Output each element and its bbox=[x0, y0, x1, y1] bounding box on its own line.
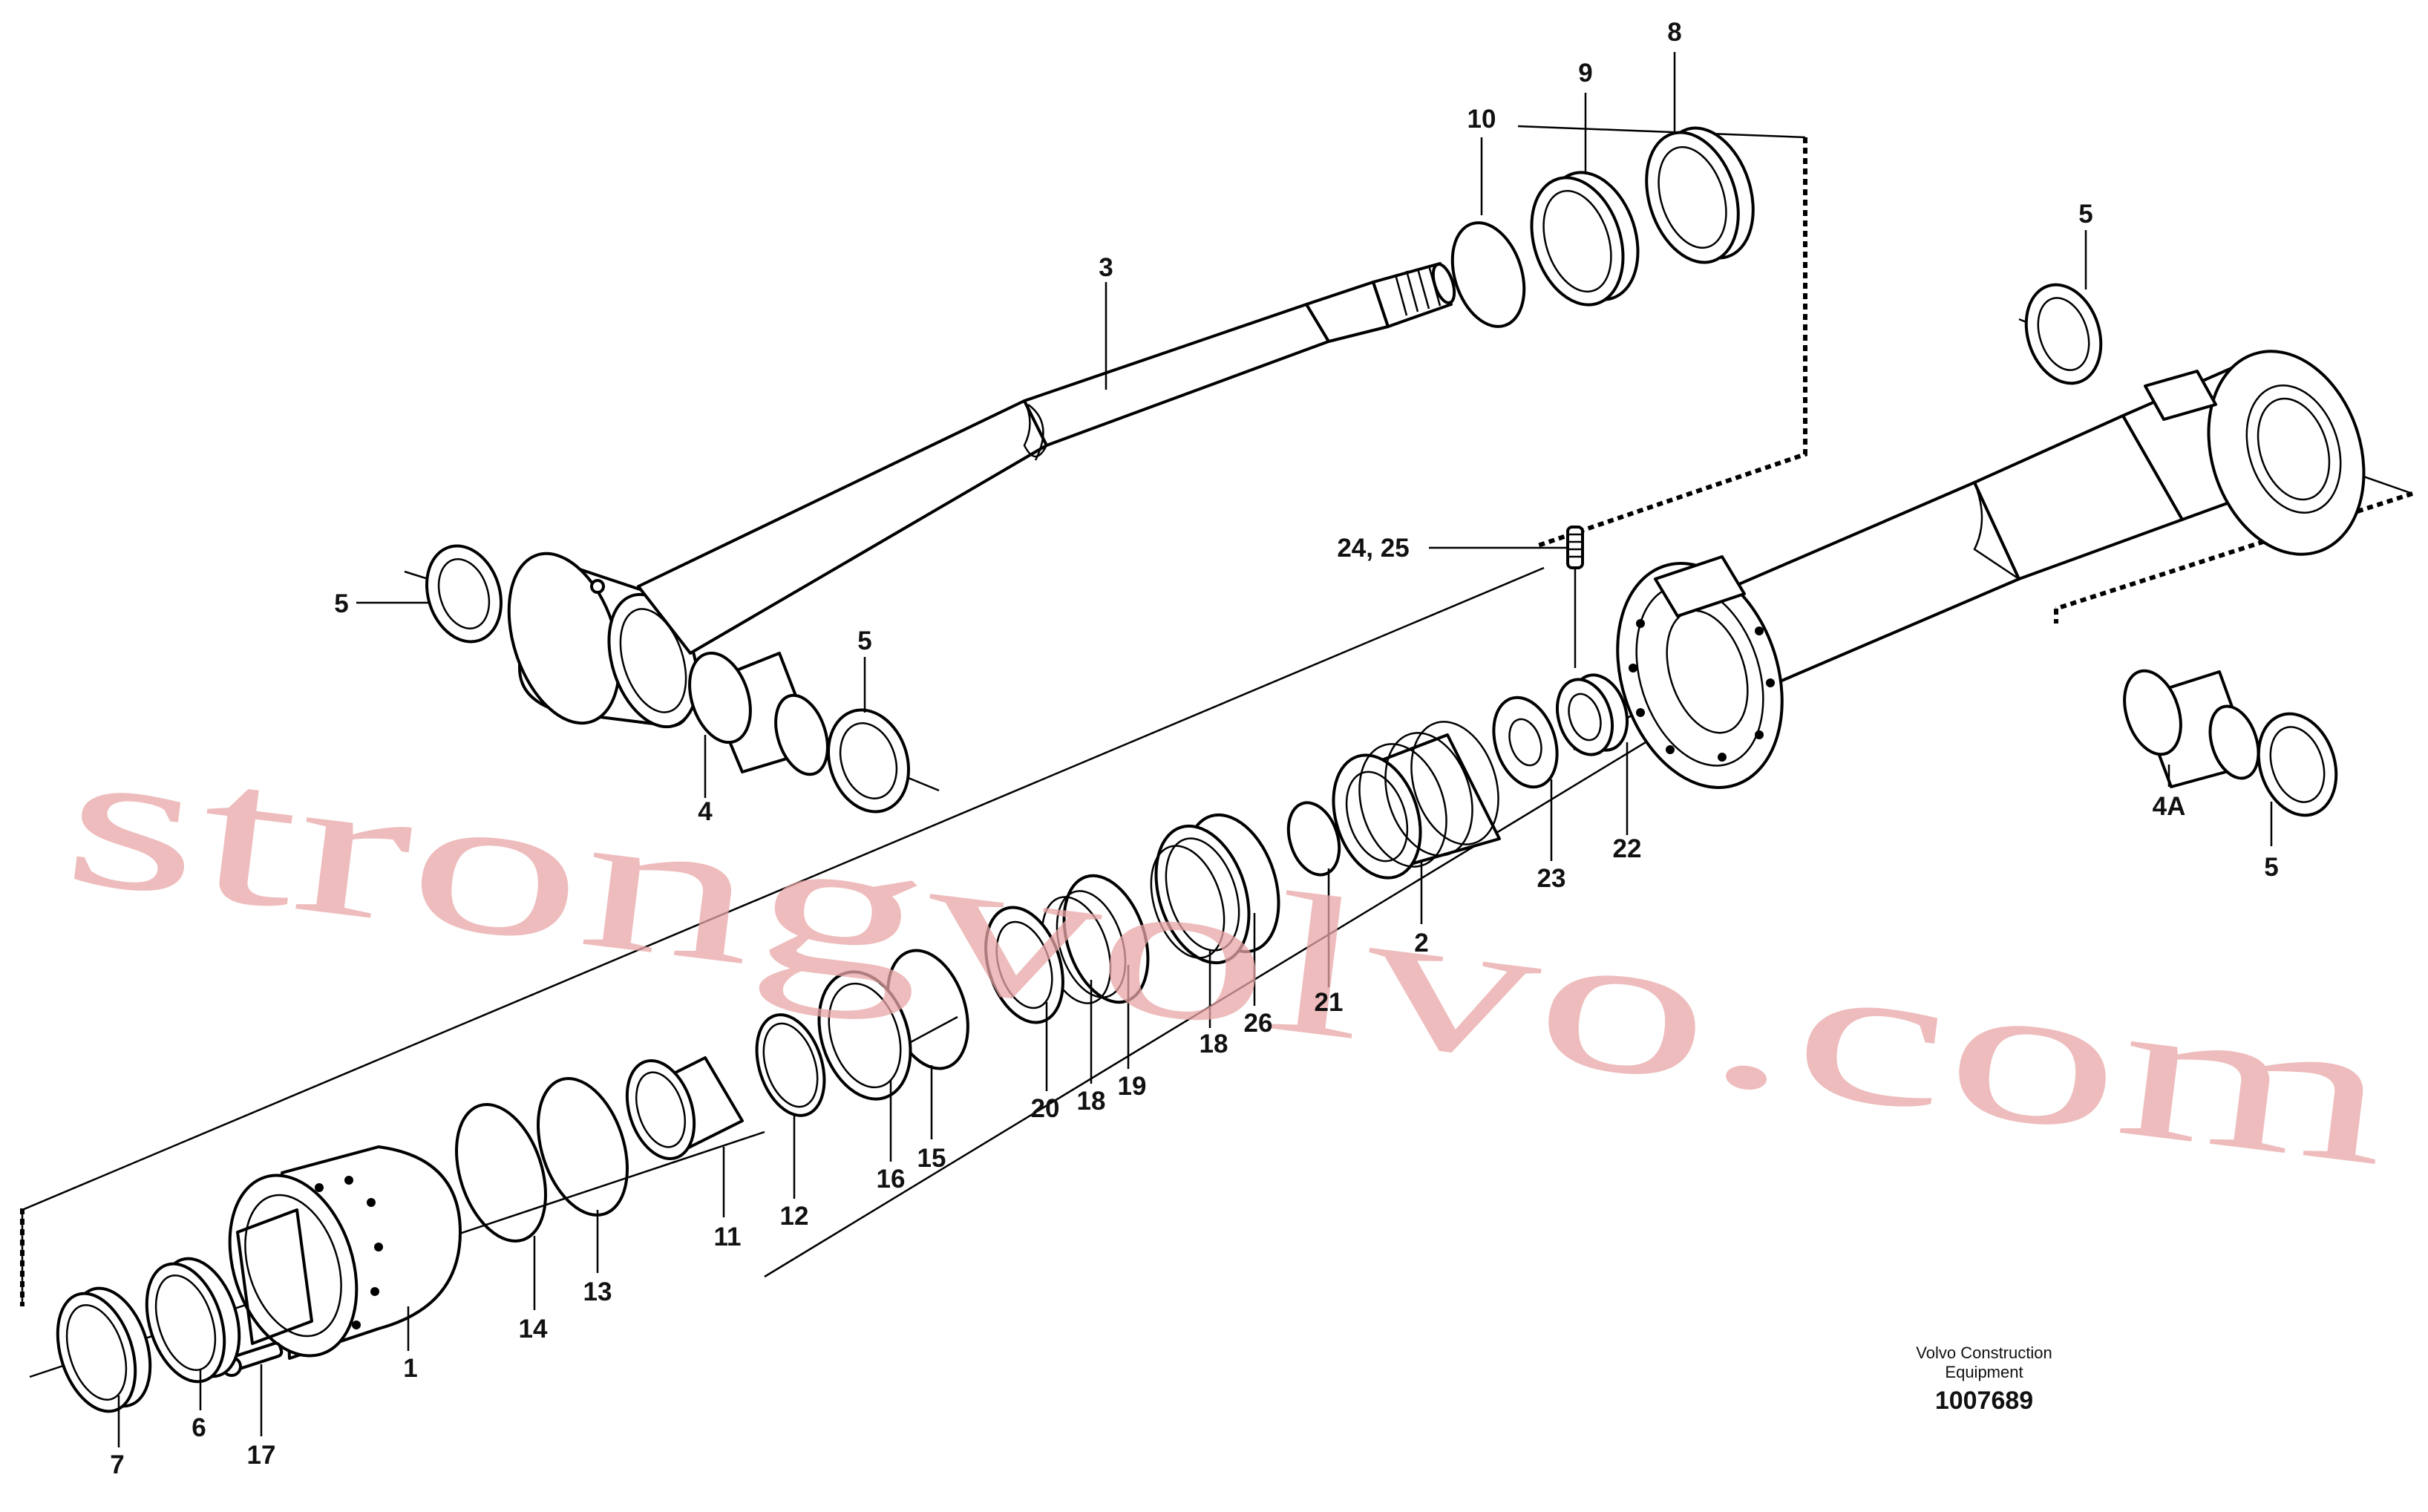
callout-26: 26 bbox=[1244, 1009, 1273, 1038]
head-seals bbox=[455, 949, 969, 1243]
callout-15: 15 bbox=[917, 1144, 946, 1173]
piston-rings-19-20 bbox=[984, 874, 1150, 1024]
callout-5-tube-bottom: 5 bbox=[2264, 853, 2278, 882]
callout-12: 12 bbox=[780, 1202, 809, 1231]
seal-5-left bbox=[425, 544, 503, 644]
callout-10: 10 bbox=[1467, 105, 1496, 134]
callout-2: 2 bbox=[1414, 929, 1428, 958]
bushing-11 bbox=[625, 1056, 744, 1160]
rod-assembly-dashed-line bbox=[1537, 137, 1807, 548]
callout-20: 20 bbox=[1031, 1094, 1060, 1123]
callout-5-rod-left: 5 bbox=[334, 589, 348, 618]
o-ring-21 bbox=[1286, 801, 1341, 877]
seal-5-tube-top bbox=[2024, 283, 2103, 385]
callout-6: 6 bbox=[192, 1413, 206, 1442]
callout-5-rod-right: 5 bbox=[857, 626, 871, 655]
callout-4a: 4A bbox=[2153, 792, 2186, 821]
tube-eye-parts bbox=[2024, 283, 2338, 817]
callout-18-right: 18 bbox=[1200, 1030, 1228, 1058]
callout-17: 17 bbox=[247, 1441, 276, 1470]
callout-labels: 3 10 9 8 5 5 4 5 4A 5 24, 25 22 23 2 21 … bbox=[110, 18, 2278, 1479]
callout-1: 1 bbox=[403, 1354, 417, 1383]
seal-16 bbox=[817, 970, 912, 1101]
nut-22 bbox=[1556, 673, 1629, 756]
credit-line-1: Volvo Construction bbox=[1916, 1344, 2052, 1362]
ring-9 bbox=[1530, 171, 1640, 307]
callout-24-25: 24, 25 bbox=[1337, 534, 1409, 563]
callout-14: 14 bbox=[519, 1315, 548, 1344]
callout-23: 23 bbox=[1537, 864, 1566, 893]
callout-3: 3 bbox=[1099, 253, 1113, 282]
leader-lines bbox=[117, 52, 2273, 1447]
callout-5-tube-top: 5 bbox=[2078, 200, 2092, 229]
seal-5-tube-bottom bbox=[2257, 712, 2338, 817]
callout-21: 21 bbox=[1315, 988, 1344, 1017]
callout-7: 7 bbox=[110, 1450, 124, 1479]
lock-washer-23 bbox=[1492, 696, 1559, 789]
o-ring-13 bbox=[537, 1077, 629, 1217]
ring-7 bbox=[56, 1286, 152, 1413]
bushing-4 bbox=[688, 651, 829, 776]
callout-8: 8 bbox=[1667, 18, 1681, 47]
watermark-text: strongvolvo.com bbox=[54, 703, 2402, 1208]
callout-19: 19 bbox=[1118, 1072, 1147, 1101]
callout-11: 11 bbox=[714, 1223, 742, 1251]
callout-18-left: 18 bbox=[1077, 1087, 1106, 1116]
cylinder-tube bbox=[1616, 350, 2366, 789]
document-number: 1007689 bbox=[1935, 1387, 2033, 1415]
ring-8 bbox=[1645, 126, 1755, 264]
callout-4: 4 bbox=[698, 797, 713, 826]
callout-13: 13 bbox=[583, 1277, 612, 1306]
pin-24-25 bbox=[1566, 526, 1584, 668]
snap-ring bbox=[1450, 221, 1526, 328]
credit-line-2: Equipment bbox=[1945, 1363, 2023, 1381]
callout-16: 16 bbox=[877, 1165, 906, 1194]
rod-end-rings bbox=[1450, 126, 1755, 328]
seal-5-rod bbox=[827, 708, 910, 814]
piston-parts bbox=[984, 526, 1629, 1024]
callout-22: 22 bbox=[1613, 834, 1642, 863]
piston-2 bbox=[1332, 721, 1501, 880]
ring-6 bbox=[145, 1257, 241, 1384]
cylinder-head-1 bbox=[228, 1145, 462, 1360]
ring-12 bbox=[755, 1013, 826, 1117]
ring-14 bbox=[455, 1103, 547, 1243]
credit-block: Volvo Construction Equipment 1007689 bbox=[1916, 1344, 2052, 1415]
callout-9: 9 bbox=[1578, 59, 1592, 88]
bushing-4a bbox=[2123, 669, 2260, 788]
piston-rod bbox=[507, 262, 1456, 729]
rod-eye-parts bbox=[425, 544, 910, 814]
